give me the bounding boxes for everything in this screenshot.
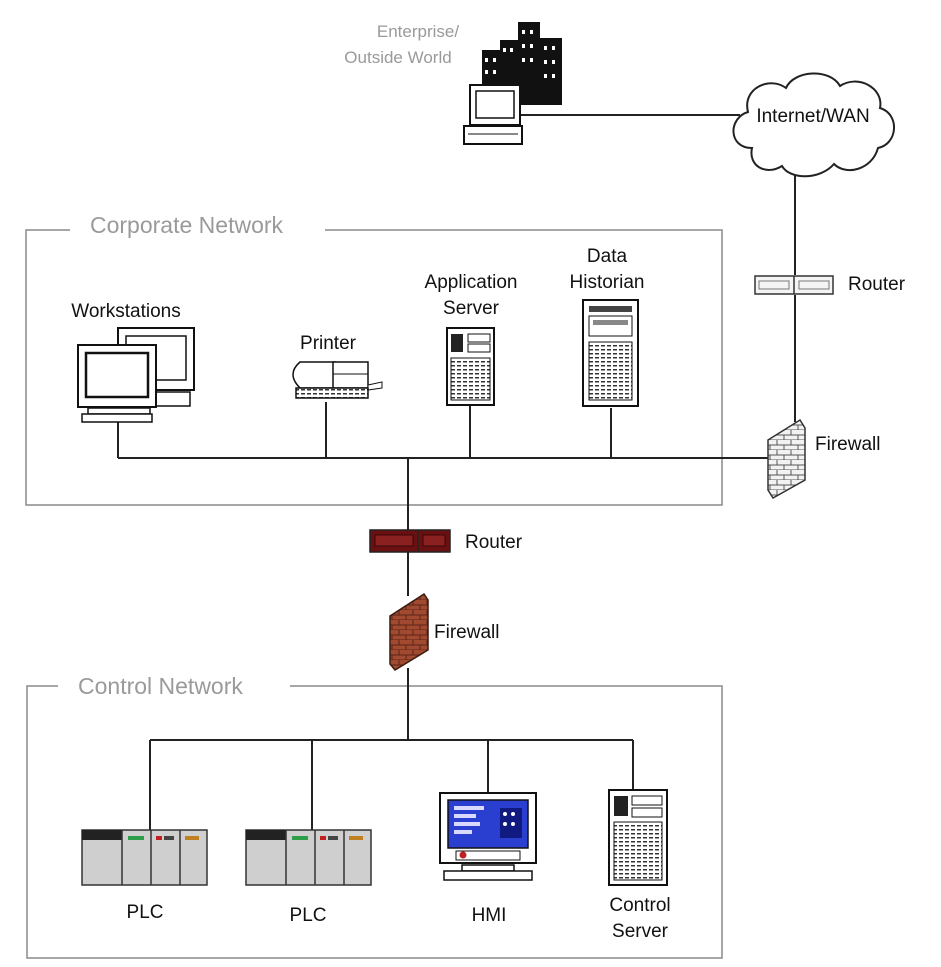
application-server-node: Application Server bbox=[425, 272, 518, 406]
plc-rack-icon bbox=[245, 829, 372, 886]
outer-firewall-node: Firewall bbox=[767, 418, 880, 500]
plc-node-2: PLC bbox=[245, 829, 372, 926]
app-server-label-line1: Application bbox=[425, 272, 518, 293]
outer-firewall-label: Firewall bbox=[815, 434, 880, 455]
printer-icon bbox=[292, 361, 383, 399]
printer-label: Printer bbox=[300, 333, 357, 354]
hmi-label: HMI bbox=[472, 905, 507, 926]
inner-router-label: Router bbox=[465, 532, 523, 553]
hmi-node: HMI bbox=[439, 792, 537, 926]
brick-firewall-icon bbox=[767, 418, 806, 500]
outer-router-label: Router bbox=[848, 274, 906, 295]
server-tower-icon bbox=[608, 789, 668, 886]
workstations-node: Workstations bbox=[71, 301, 195, 423]
control-network-zone: Control Network bbox=[26, 673, 723, 959]
cloud-icon bbox=[732, 72, 895, 178]
control-server-label-line2: Server bbox=[612, 921, 669, 942]
outer-router-node: Router bbox=[754, 274, 906, 295]
enterprise-label-line1: Enterprise/ bbox=[377, 22, 459, 41]
control-network-title: Control Network bbox=[78, 673, 243, 699]
plc2-label: PLC bbox=[290, 905, 327, 926]
data-historian-node: Data Historian bbox=[570, 246, 645, 407]
hmi-terminal-icon bbox=[439, 792, 537, 881]
plc-rack-icon bbox=[81, 829, 208, 886]
workstations-label: Workstations bbox=[71, 301, 180, 322]
plc1-label: PLC bbox=[127, 902, 164, 923]
internet-node: Internet/WAN bbox=[732, 72, 895, 178]
corporate-network-title: Corporate Network bbox=[90, 212, 284, 238]
inner-firewall-label: Firewall bbox=[434, 622, 499, 643]
plc-node-1: PLC bbox=[81, 829, 208, 923]
server-tower-icon bbox=[446, 327, 495, 406]
enterprise-node: Enterprise/ Outside World bbox=[344, 22, 562, 145]
internet-label: Internet/WAN bbox=[756, 106, 869, 127]
enterprise-label-line2: Outside World bbox=[344, 48, 451, 67]
router-icon bbox=[369, 529, 451, 553]
control-server-label-line1: Control bbox=[609, 895, 670, 916]
historian-label-line2: Historian bbox=[570, 272, 645, 293]
inner-router-node: Router bbox=[369, 529, 523, 553]
server-tower-icon bbox=[582, 299, 639, 407]
inner-firewall-node: Firewall bbox=[389, 592, 499, 671]
desktop-computer-icon bbox=[77, 327, 195, 423]
connections bbox=[117, 114, 796, 830]
brick-firewall-icon bbox=[389, 592, 429, 671]
router-icon bbox=[754, 275, 834, 295]
control-server-node: Control Server bbox=[608, 789, 671, 942]
printer-node: Printer bbox=[292, 333, 383, 399]
app-server-label-line2: Server bbox=[443, 298, 500, 319]
historian-label-line1: Data bbox=[587, 246, 628, 267]
office-building-icon bbox=[482, 22, 562, 105]
corporate-network-zone: Corporate Network bbox=[25, 212, 723, 506]
enterprise-computer-icon bbox=[463, 84, 523, 145]
